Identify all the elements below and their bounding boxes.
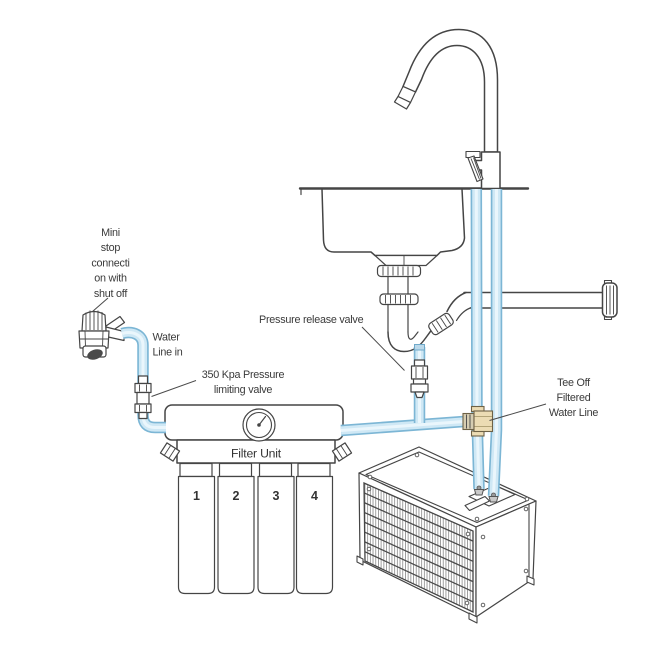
- cartridge-number-2: 2: [233, 489, 240, 503]
- chiller-unit: [356, 446, 537, 624]
- svg-text:Line in: Line in: [153, 347, 183, 359]
- pressure-gauge: [242, 408, 276, 442]
- faucet-spout-tip: [393, 95, 412, 110]
- cartridge-number-3: 3: [273, 489, 280, 503]
- cartridge-number-4: 4: [311, 489, 318, 503]
- label-pressure-limiting-valve: 350 Kpa Pressure limiting valve: [202, 369, 285, 396]
- label-water-line-in: Water Line in: [153, 332, 184, 359]
- svg-text:Water: Water: [153, 332, 181, 344]
- valve-hex-body: [78, 330, 110, 349]
- chiller-inlet-fittings: [473, 485, 499, 503]
- drain-flange: [374, 254, 438, 267]
- svg-text:limiting valve: limiting valve: [214, 384, 273, 396]
- trap-union-nut: [428, 312, 454, 336]
- mini-stop-valve: [78, 310, 126, 360]
- svg-text:Tee Off: Tee Off: [557, 377, 591, 389]
- leader-mini-stop: [92, 297, 109, 312]
- label-mini-stop: Mini stop connecti on with shut off: [91, 227, 129, 300]
- valve-outlet-opening: [87, 349, 103, 360]
- drain-locknut-upper: [376, 264, 422, 278]
- leader-limiting-valve: [151, 380, 197, 397]
- tee-fitting: [462, 405, 494, 437]
- svg-text:shut off: shut off: [94, 288, 128, 300]
- sink-bowl: [321, 188, 466, 257]
- inline-fittings: [134, 344, 499, 503]
- filter-unit-label: Filter Unit: [231, 447, 282, 461]
- leader-release-valve: [361, 326, 405, 371]
- faucet: [393, 28, 501, 190]
- filter-unit: 1 2 3 4 Filter Unit: [159, 404, 353, 595]
- pressure-release-valve: [410, 344, 429, 399]
- drain-locknut-lower: [379, 293, 419, 306]
- pressure-limiting-valve: [134, 375, 152, 420]
- faucet-base: [473, 151, 501, 190]
- svg-text:on with: on with: [94, 273, 127, 285]
- leader-tee-off: [489, 403, 547, 421]
- label-tee-off: Tee Off Filtered Water Line: [549, 377, 599, 419]
- filter-cartridges: 1 2 3 4: [177, 462, 334, 595]
- svg-text:Mini: Mini: [101, 227, 120, 239]
- label-pressure-release-valve: Pressure release valve: [259, 314, 364, 326]
- svg-text:Water Line: Water Line: [549, 407, 599, 419]
- svg-text:connecti: connecti: [91, 257, 129, 269]
- p-trap: [387, 329, 433, 353]
- annotations: Mini stop connecti on with shut off Wate…: [91, 227, 599, 421]
- faucet-gooseneck: [402, 28, 499, 153]
- svg-text:350 Kpa Pressure: 350 Kpa Pressure: [202, 369, 285, 381]
- svg-text:stop: stop: [101, 242, 121, 254]
- cartridge-number-1: 1: [193, 489, 200, 503]
- chiller-name-plate: [464, 495, 491, 512]
- drain-assembly: [374, 254, 618, 353]
- svg-text:Filtered: Filtered: [556, 392, 590, 404]
- chiller-screws: [366, 452, 530, 608]
